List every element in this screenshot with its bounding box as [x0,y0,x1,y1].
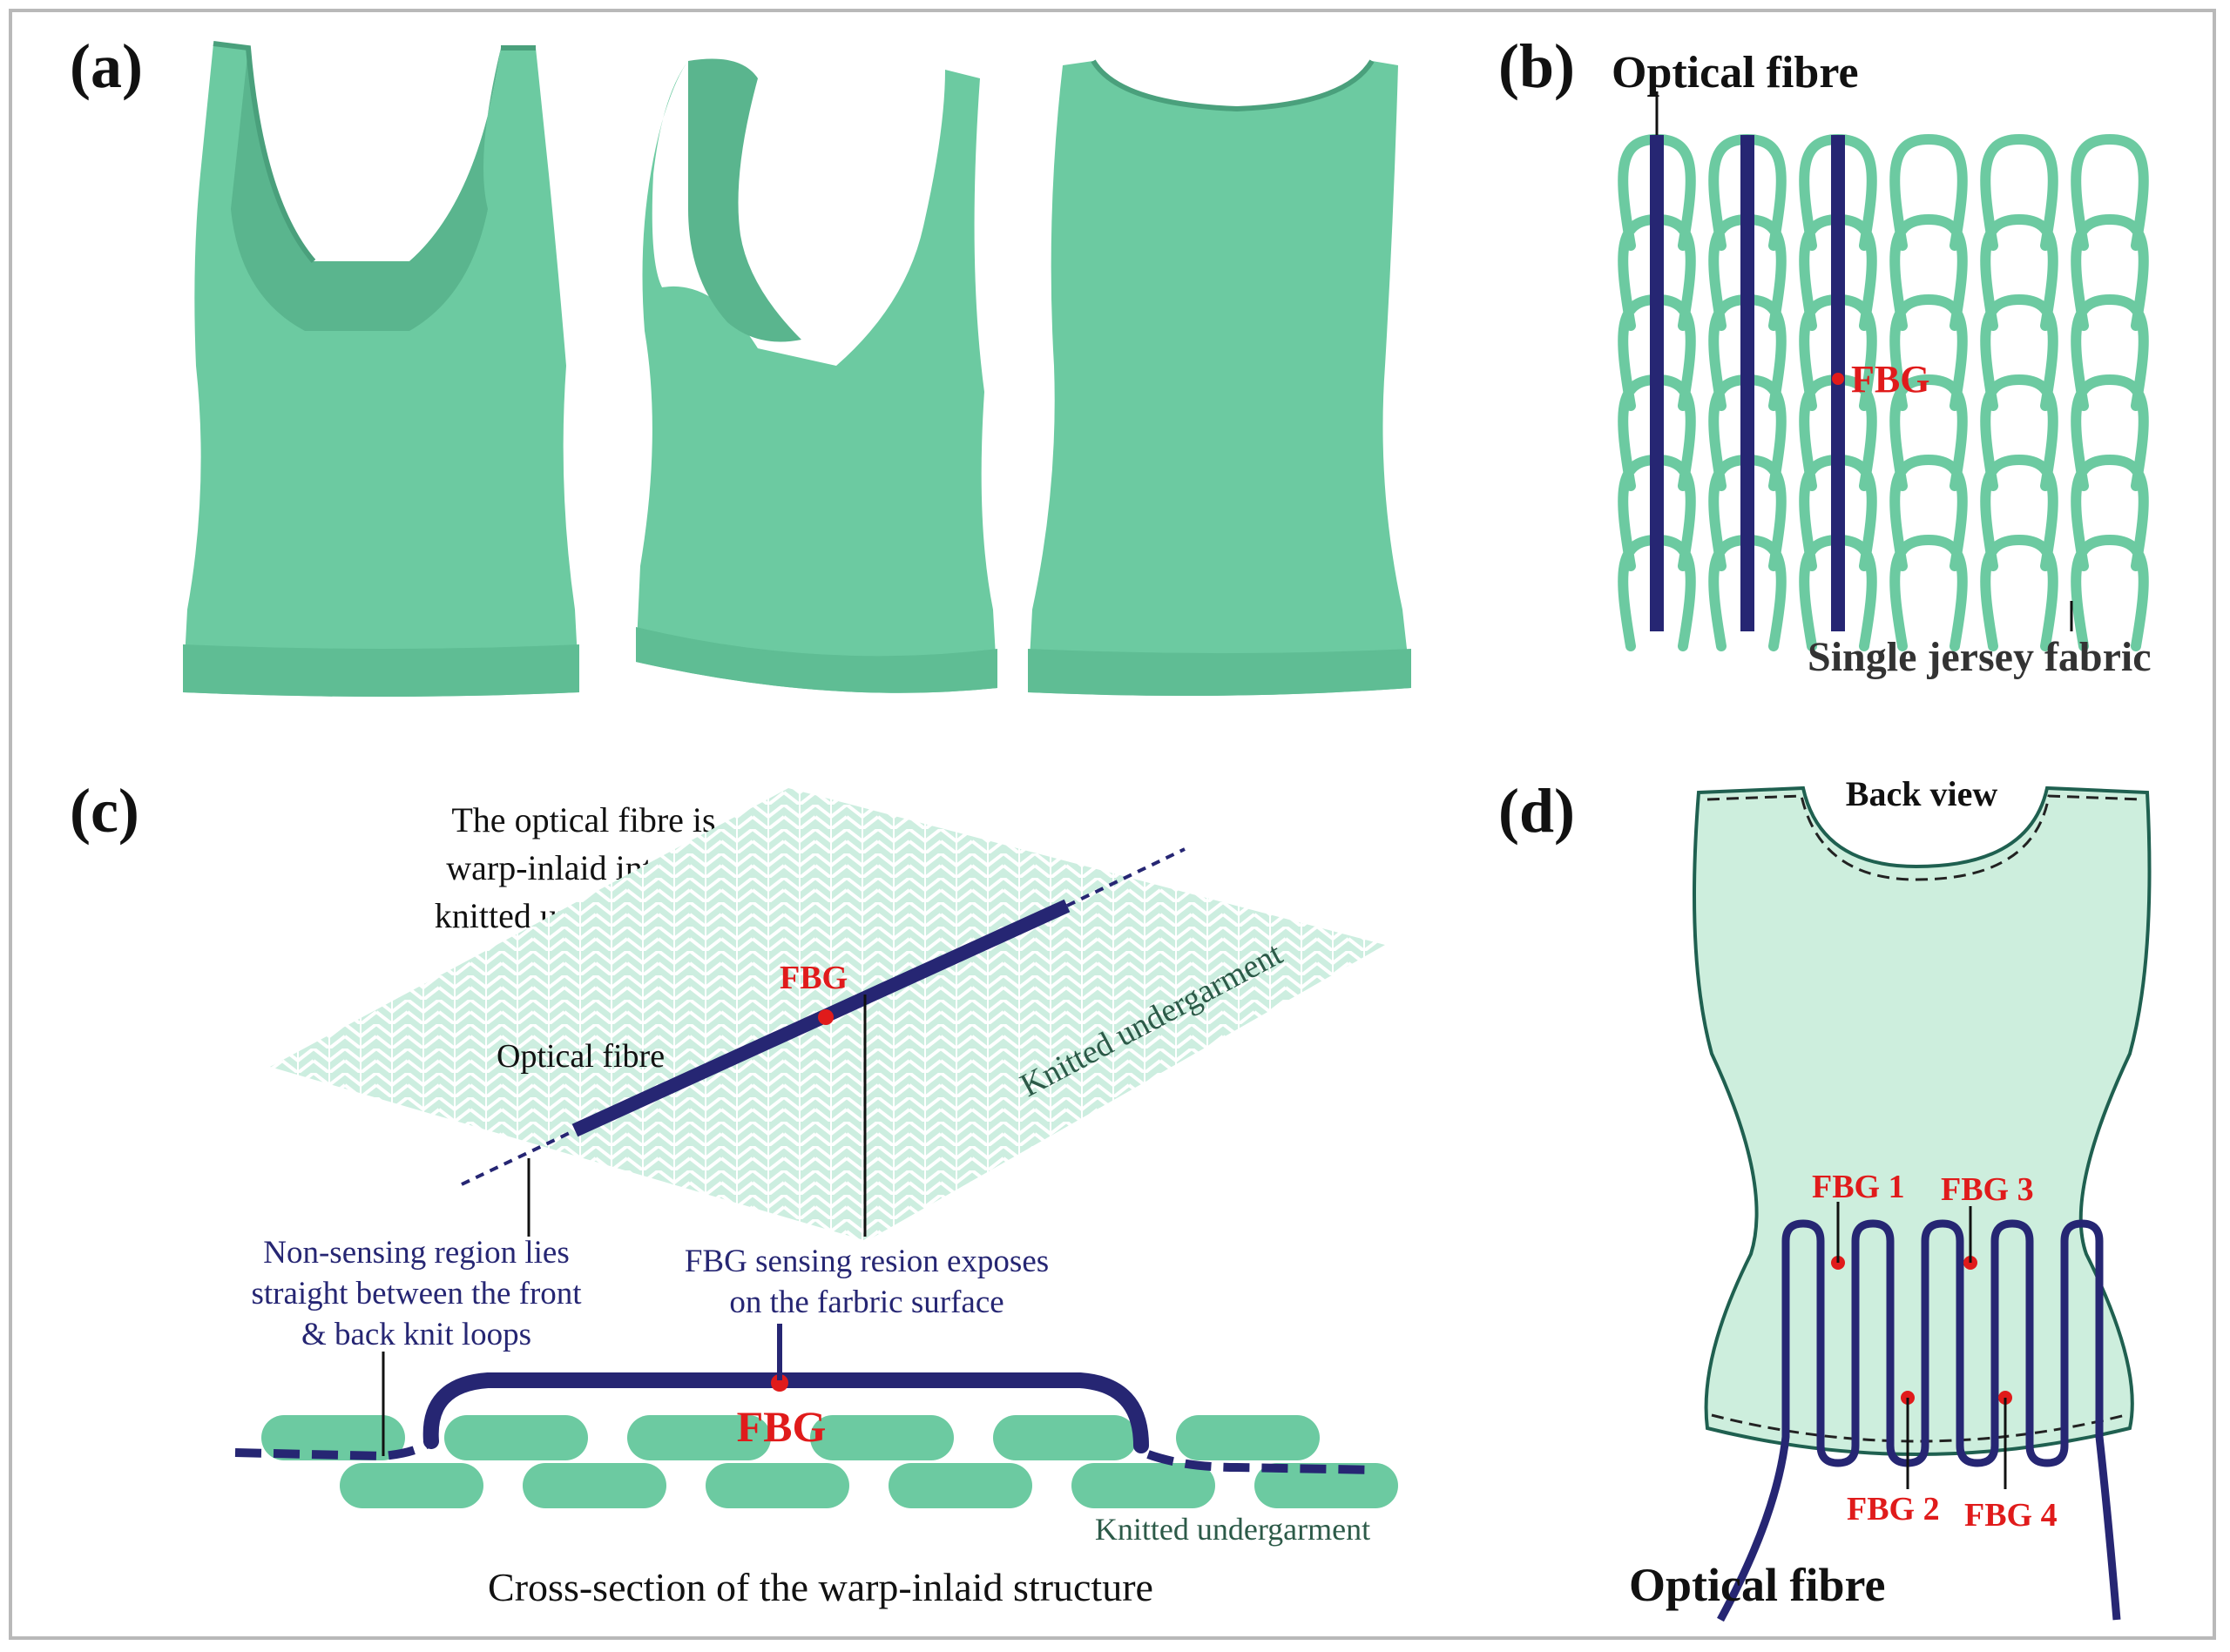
optical-fibre-line-2 [1740,135,1754,631]
knit-loop-back-4 [889,1463,1032,1508]
fbg-point-b [1832,373,1844,385]
panel-a: (a) [70,31,1411,697]
fbg-point-c-top [818,1009,834,1025]
panel-c-optical-fibre-label: Optical fibre [497,1038,665,1075]
serpentine-fibre [1717,1219,2121,1622]
panel-c-note-line-1: The optical fibre is [451,800,715,839]
knit-loop-front-6 [1176,1415,1320,1460]
fbg-3-label: FBG 3 [1941,1171,2034,1208]
cross-section [234,1372,1398,1508]
knit-loop-front-3 [627,1415,771,1460]
knit-loop-back-5 [1071,1463,1215,1508]
panel-d: (d) Back view FBG 1 FBG 3 FBG 2 FBG 4 Op… [1498,774,2152,1622]
cross-fibre-dashed-right [1146,1450,1377,1474]
knit-loop-back-6 [1254,1463,1398,1508]
knit-loop-back-1 [340,1463,483,1508]
fbg-4-label: FBG 4 [1964,1497,2058,1534]
garment-view-side [636,58,997,693]
figure-frame [9,9,2216,1640]
knit-loop-front-2 [444,1415,588,1460]
panel-b-fabric-label: Single jersey fabric [1808,634,2152,680]
knit-loop-front-4 [810,1415,954,1460]
knit-loop-back-3 [706,1463,849,1508]
optical-fibre-line-1 [1650,135,1664,631]
panel-c-knitted-bottom-label: Knitted undergarment [1095,1512,1370,1547]
sensing-line-2: on the farbric surface [729,1285,1004,1320]
knit-loop-front-5 [993,1415,1137,1460]
fibre-dashed-right [1066,847,1186,907]
panel-c-fbg-bottom-label: FBG [737,1402,827,1451]
panel-b-fbg-label: FBG [1851,358,1929,401]
nonsensing-line-1: Non-sensing region lies [263,1235,569,1271]
panel-a-label: (a) [70,31,143,101]
garment-outline [1693,786,2152,1456]
neckline-stitch [1706,794,2144,881]
panel-c-caption: Cross-section of the warp-inlaid structu… [488,1565,1153,1609]
nonsensing-line-2: straight between the front [251,1276,582,1311]
panel-c-fbg-top-label: FBG [780,960,848,996]
nonsensing-line-3: & back knit loops [301,1317,531,1352]
hem-stitch [1711,1413,2126,1443]
knit-loop-back-2 [523,1463,666,1508]
knit-loop-front-1 [261,1415,405,1460]
panel-c-label: (c) [70,776,139,846]
fbg-point-c-bottom [771,1374,788,1392]
garment-view-back [1028,59,1411,696]
fbg-2-label: FBG 2 [1847,1491,1940,1527]
garment-view-front [183,41,579,697]
fibre-dashed-left [461,1129,576,1186]
fbg-1-label: FBG 1 [1812,1169,1905,1205]
panel-c: (c) The optical fibre is warp-inlaid int… [70,776,1398,1609]
panel-d-label: (d) [1498,776,1575,846]
panel-b-label: (b) [1498,31,1575,101]
sensing-line-1: FBG sensing resion exposes [685,1244,1049,1279]
back-view-label: Back view [1846,774,1998,813]
panel-d-optical-fibre-label: Optical fibre [1629,1559,1885,1611]
panel-b: (b) Optical fibre FBG Single jersey fabr… [1498,31,2152,680]
panel-b-optical-fibre-label: Optical fibre [1612,48,1859,98]
